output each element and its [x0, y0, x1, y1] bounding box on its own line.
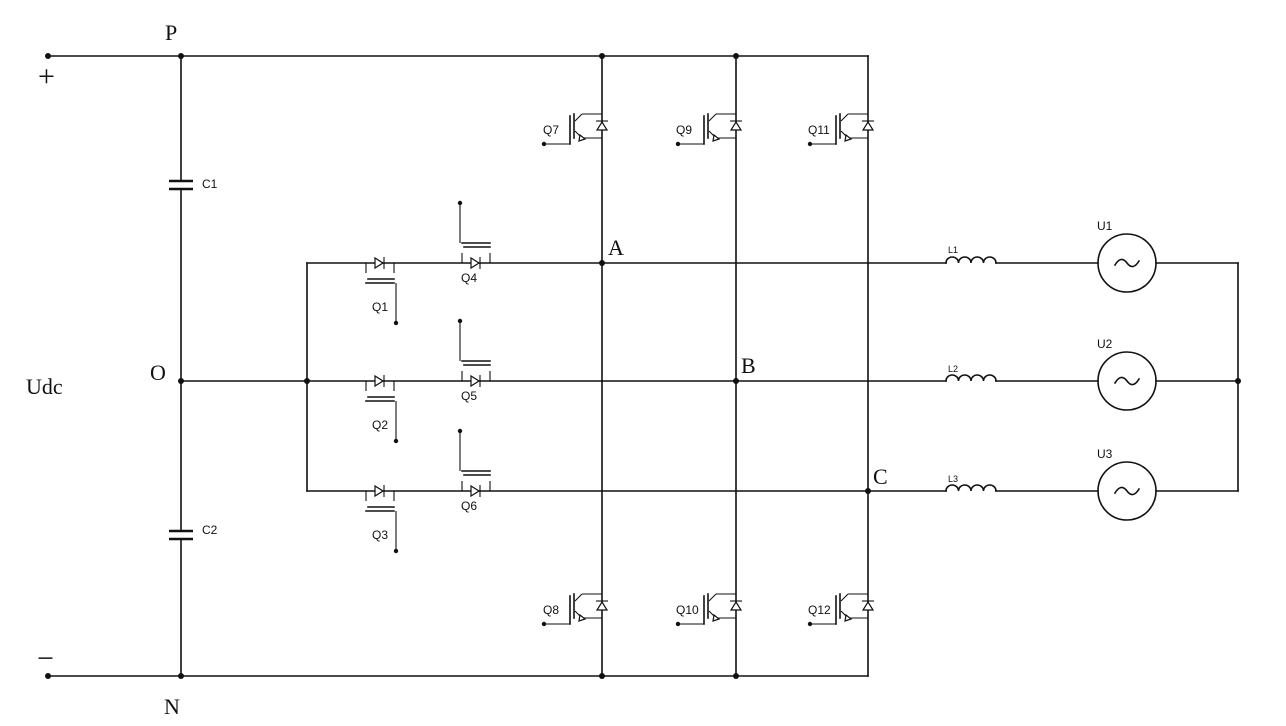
junction-dot [45, 53, 51, 59]
junction-dot [304, 378, 310, 384]
junction-dot [733, 673, 739, 679]
switch-q3-label: Q3 [372, 528, 388, 542]
node-o-label: O [150, 360, 166, 385]
junction-dot [178, 53, 184, 59]
igbt-q7-symbol [541, 113, 609, 147]
igbt-q12-symbol [807, 593, 875, 627]
igbt-switches [365, 113, 875, 627]
inductor-l1-symbol [945, 256, 997, 264]
inductor-l3-symbol [945, 484, 997, 492]
igbt-q3-symbol [365, 484, 399, 554]
capacitor-c2-symbol [169, 529, 193, 541]
junction-dot [599, 260, 605, 266]
terminal-minus-label: − [37, 642, 54, 675]
igbt-q1-symbol [365, 256, 399, 326]
igbt-q10-symbol [675, 593, 743, 627]
junction-dot [599, 53, 605, 59]
switch-q10-label: Q10 [676, 603, 699, 617]
switch-q12-label: Q12 [808, 603, 831, 617]
switch-q7-label: Q7 [543, 123, 559, 137]
switch-q6-label: Q6 [461, 499, 477, 513]
inductor-l3-label: L3 [948, 474, 958, 484]
inductor-l2-symbol [945, 374, 997, 382]
terminal-plus-label: + [38, 60, 55, 93]
igbt-q11-symbol [807, 113, 875, 147]
igbt-q5-symbol [457, 318, 491, 388]
switch-q9-label: Q9 [676, 123, 692, 137]
ac-source-u2-symbol [1097, 351, 1157, 411]
node-c-label: C [873, 464, 888, 489]
igbt-q8-symbol [541, 593, 609, 627]
junction-dot [178, 378, 184, 384]
node-p-label: P [165, 20, 177, 45]
junction-dot [45, 673, 51, 679]
switch-q1-label: Q1 [372, 300, 388, 314]
capacitor-c1-label: C1 [202, 177, 218, 191]
igbt-q4-symbol [457, 200, 491, 270]
junction-dot [178, 673, 184, 679]
switch-q8-label: Q8 [543, 603, 559, 617]
source-u1-label: U1 [1097, 219, 1113, 233]
capacitor-c2-label: C2 [202, 523, 218, 537]
switch-q11-label: Q11 [808, 123, 830, 137]
node-a-label: A [608, 235, 624, 260]
node-n-label: N [164, 694, 180, 719]
junction-dot [599, 673, 605, 679]
junction-dot [733, 378, 739, 384]
node-b-label: B [741, 353, 756, 378]
igbt-q9-symbol [675, 113, 743, 147]
udc-label: Udc [26, 374, 63, 399]
junction-dots [45, 53, 1241, 679]
source-u2-label: U2 [1097, 337, 1113, 351]
junction-dot [1235, 378, 1241, 384]
igbt-q2-symbol [365, 374, 399, 444]
wires [47, 55, 1239, 677]
switch-q2-label: Q2 [372, 418, 388, 432]
ac-source-u1-symbol [1097, 233, 1157, 293]
source-u3-label: U3 [1097, 447, 1113, 461]
inductor-l1-label: L1 [948, 245, 958, 255]
switch-q4-label: Q4 [461, 271, 477, 285]
igbt-q6-symbol [457, 428, 491, 498]
switch-q5-label: Q5 [461, 389, 477, 403]
labels: + − Udc P O N A B C C1 C2 Q1 Q2 Q3 Q4 Q5… [26, 20, 1113, 719]
ac-source-u3-symbol [1097, 461, 1157, 521]
inductor-l2-label: L2 [948, 364, 958, 374]
junction-dot [733, 53, 739, 59]
capacitor-c1-symbol [169, 179, 193, 191]
junction-dot [865, 488, 871, 494]
